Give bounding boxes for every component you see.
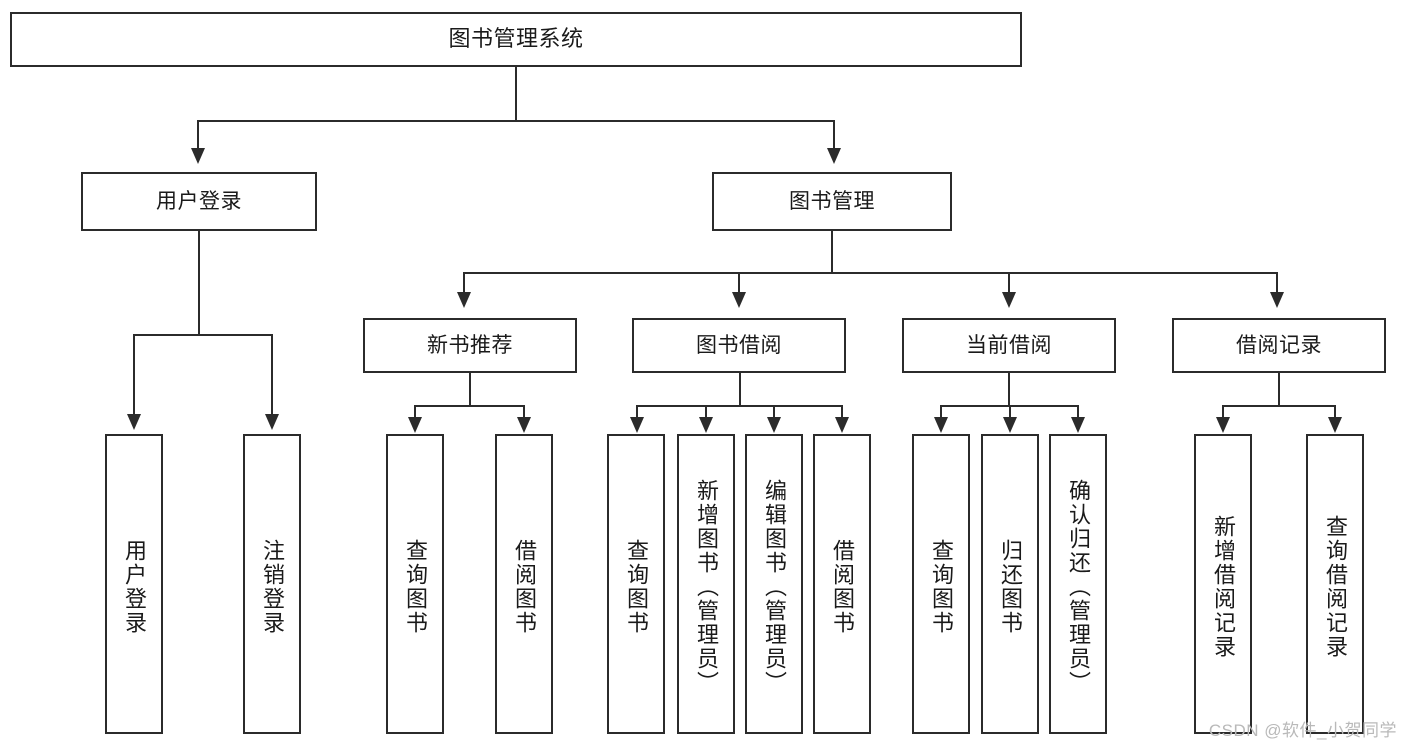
connector-borrow-record-stem	[1278, 373, 1280, 406]
leaf-book-borrow-borrow[interactable]: 借阅图书	[813, 434, 871, 734]
leaf-book-borrow-add[interactable]: 新增图书（管理员）	[677, 434, 735, 734]
node-label: 图书管理系统	[448, 26, 584, 52]
arrow-user-login-child-2	[265, 414, 279, 430]
connector-book-borrow-stem	[739, 373, 741, 406]
connector-book-manage-drop-1	[463, 272, 465, 294]
connector-book-manage-drop-3	[1008, 272, 1010, 294]
connector-root-stem	[515, 67, 517, 120]
leaf-book-borrow-query[interactable]: 查询图书	[607, 434, 665, 734]
node-book-borrow[interactable]: 图书借阅	[632, 318, 846, 373]
connector-user-login-bus	[133, 334, 272, 336]
node-label: 查询借阅记录	[1323, 515, 1348, 659]
connector-book-borrow-drop-1	[636, 405, 638, 419]
connector-current-borrow-drop-3	[1077, 405, 1079, 419]
connector-book-borrow-drop-3	[773, 405, 775, 419]
connector-user-login-drop-1	[133, 334, 135, 416]
node-borrow-record[interactable]: 借阅记录	[1172, 318, 1386, 373]
connector-user-login-stem	[198, 231, 200, 335]
node-label: 查询图书	[929, 539, 954, 635]
arrow-borrow-record-child-1	[1216, 417, 1230, 433]
node-label: 借阅记录	[1236, 333, 1322, 357]
node-label: 用户登录	[156, 189, 242, 213]
node-label: 借阅图书	[830, 539, 855, 635]
arrow-book-manage-child-2	[732, 292, 746, 308]
connector-book-manage-drop-4	[1276, 272, 1278, 294]
node-label: 确认归还（管理员）	[1066, 479, 1091, 695]
connector-borrow-record-drop-2	[1334, 405, 1336, 419]
arrow-borrow-record-child-2	[1328, 417, 1342, 433]
node-current-borrow[interactable]: 当前借阅	[902, 318, 1116, 373]
arrow-current-borrow-child-1	[934, 417, 948, 433]
connector-user-login-drop-2	[271, 334, 273, 416]
leaf-new-book-borrow[interactable]: 借阅图书	[495, 434, 553, 734]
node-label: 新增图书（管理员）	[694, 479, 719, 695]
leaf-borrow-record-add[interactable]: 新增借阅记录	[1194, 434, 1252, 734]
arrow-book-borrow-child-2	[699, 417, 713, 433]
node-label: 新书推荐	[427, 333, 513, 357]
node-label: 编辑图书（管理员）	[762, 479, 787, 695]
connector-new-book-drop-1	[414, 405, 416, 419]
arrow-book-borrow-child-1	[630, 417, 644, 433]
leaf-user-login-signin[interactable]: 用户登录	[105, 434, 163, 734]
connector-book-borrow-drop-4	[841, 405, 843, 419]
node-label: 当前借阅	[966, 333, 1052, 357]
node-label: 图书借阅	[696, 333, 782, 357]
connector-current-borrow-stem	[1008, 373, 1010, 406]
arrow-user-login-child-1	[127, 414, 141, 430]
connector-current-borrow-drop-1	[940, 405, 942, 419]
node-label: 注销登录	[260, 539, 285, 635]
node-label: 归还图书	[998, 539, 1023, 635]
connector-root-to-user-login	[197, 120, 199, 150]
leaf-borrow-record-query[interactable]: 查询借阅记录	[1306, 434, 1364, 734]
arrow-current-borrow-child-3	[1071, 417, 1085, 433]
leaf-book-borrow-edit[interactable]: 编辑图书（管理员）	[745, 434, 803, 734]
node-label: 图书管理	[789, 189, 875, 213]
arrow-book-borrow-child-3	[767, 417, 781, 433]
node-user-login[interactable]: 用户登录	[81, 172, 317, 231]
node-label: 新增借阅记录	[1211, 515, 1236, 659]
connector-new-book-stem	[469, 373, 471, 406]
arrow-new-book-child-2	[517, 417, 531, 433]
connector-book-manage-bus	[463, 272, 1278, 274]
leaf-current-borrow-confirm-return[interactable]: 确认归还（管理员）	[1049, 434, 1107, 734]
connector-borrow-record-drop-1	[1222, 405, 1224, 419]
connector-new-book-bus	[414, 405, 525, 407]
connector-book-borrow-bus	[636, 405, 843, 407]
connector-borrow-record-bus	[1222, 405, 1336, 407]
node-book-manage[interactable]: 图书管理	[712, 172, 952, 231]
node-root-system[interactable]: 图书管理系统	[10, 12, 1022, 67]
arrow-book-manage-child-4	[1270, 292, 1284, 308]
node-label: 借阅图书	[512, 539, 537, 635]
arrow-root-to-user-login	[191, 148, 205, 164]
connector-new-book-drop-2	[523, 405, 525, 419]
arrow-book-manage-child-3	[1002, 292, 1016, 308]
connector-root-to-book-manage	[833, 120, 835, 150]
node-new-book-recommend[interactable]: 新书推荐	[363, 318, 577, 373]
node-label: 查询图书	[403, 539, 428, 635]
arrow-new-book-child-1	[408, 417, 422, 433]
connector-book-manage-drop-2	[738, 272, 740, 294]
node-label: 用户登录	[122, 539, 147, 635]
leaf-current-borrow-query[interactable]: 查询图书	[912, 434, 970, 734]
arrow-root-to-book-manage	[827, 148, 841, 164]
connector-book-manage-stem	[831, 231, 833, 273]
leaf-new-book-query[interactable]: 查询图书	[386, 434, 444, 734]
watermark-text: CSDN @软件_小贺同学	[1208, 721, 1397, 740]
leaf-current-borrow-return[interactable]: 归还图书	[981, 434, 1039, 734]
leaf-user-login-signout[interactable]: 注销登录	[243, 434, 301, 734]
connector-book-borrow-drop-2	[705, 405, 707, 419]
connector-root-bus	[197, 120, 835, 122]
connector-current-borrow-drop-2	[1009, 405, 1011, 419]
node-label: 查询图书	[624, 539, 649, 635]
arrow-book-manage-child-1	[457, 292, 471, 308]
arrow-current-borrow-child-2	[1003, 417, 1017, 433]
arrow-book-borrow-child-4	[835, 417, 849, 433]
